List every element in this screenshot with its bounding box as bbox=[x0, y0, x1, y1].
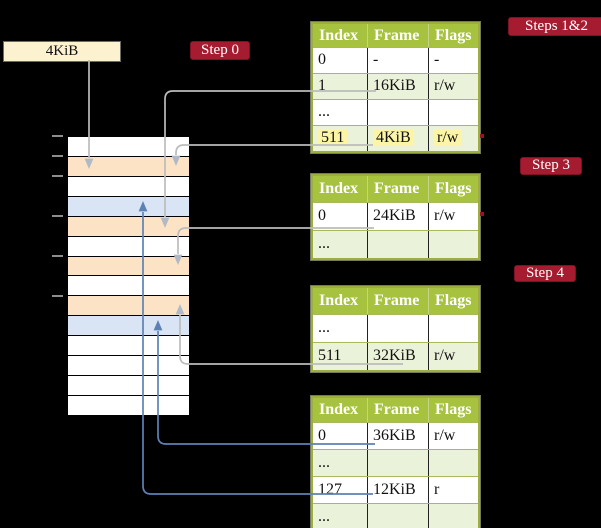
active-entry-marker bbox=[480, 212, 484, 216]
memory-row-8 bbox=[68, 275, 189, 296]
cell-index: ... bbox=[318, 454, 330, 471]
cell-flags bbox=[428, 100, 478, 125]
memory-row-1 bbox=[68, 137, 189, 156]
steps12-label: Steps 1&2 bbox=[508, 17, 601, 36]
cell-flags: r bbox=[428, 477, 478, 503]
page-table-level4: Index Frame Flags 0 36KiB r/w ... 127 12… bbox=[311, 396, 480, 528]
cell-frame bbox=[367, 231, 428, 258]
table-row: 1 16KiB r/w bbox=[313, 73, 478, 99]
col-header-frame: Frame bbox=[367, 288, 428, 314]
table-header-row: Index Frame Flags bbox=[313, 176, 478, 202]
cell-frame: 24KiB bbox=[367, 203, 428, 230]
cell-flags: - bbox=[428, 48, 478, 73]
cell-flags: r/w bbox=[428, 343, 478, 370]
cell-index: 511 bbox=[318, 347, 342, 364]
step0-label: Step 0 bbox=[190, 41, 250, 60]
step3-label: Step 3 bbox=[520, 157, 582, 175]
col-header-flags: Flags bbox=[428, 24, 478, 47]
cell-frame bbox=[367, 504, 428, 528]
table-row: 0 24KiB r/w bbox=[313, 202, 478, 230]
memory-row-11 bbox=[68, 335, 189, 356]
table-row: 0 - - bbox=[313, 47, 478, 73]
memory-row-5 bbox=[68, 215, 189, 236]
cell-frame: 12KiB bbox=[367, 477, 428, 503]
table-row: ... bbox=[313, 230, 478, 258]
physical-memory-column bbox=[67, 136, 190, 416]
table-row: 127 12KiB r bbox=[313, 476, 478, 503]
cell-flags bbox=[428, 450, 478, 476]
col-header-flags: Flags bbox=[428, 176, 478, 202]
memory-row-14 bbox=[68, 394, 189, 415]
memory-row-13 bbox=[68, 375, 189, 395]
table-header-row: Index Frame Flags bbox=[313, 288, 478, 314]
cell-frame bbox=[367, 450, 428, 476]
cell-flags bbox=[428, 231, 478, 258]
cell-frame bbox=[367, 315, 428, 342]
tick-mark bbox=[52, 155, 63, 157]
cell-frame: 16KiB bbox=[367, 74, 428, 99]
col-header-flags: Flags bbox=[428, 398, 478, 422]
memory-row-10 bbox=[68, 315, 189, 336]
cell-flags: r/w bbox=[428, 423, 478, 449]
col-header-frame: Frame bbox=[367, 24, 428, 47]
table-row: ... bbox=[313, 503, 478, 528]
cell-frame: - bbox=[367, 48, 428, 73]
table-row-highlighted: 511 4KiB r/w bbox=[313, 125, 478, 151]
cell-index: 1 bbox=[318, 77, 326, 94]
active-entry-marker bbox=[480, 134, 484, 138]
col-header-index: Index bbox=[319, 292, 359, 309]
cell-frame: 36KiB bbox=[367, 423, 428, 449]
cell-frame: 4KiB bbox=[367, 126, 428, 151]
tick-mark bbox=[52, 175, 63, 177]
col-header-index: Index bbox=[319, 180, 359, 197]
col-header-index: Index bbox=[319, 27, 359, 44]
page-table-level2: Index Frame Flags 0 24KiB r/w ... bbox=[311, 174, 480, 260]
memory-row-3 bbox=[68, 175, 189, 196]
cell-flags: r/w bbox=[428, 126, 478, 151]
root-pointer-box: 4KiB bbox=[3, 41, 121, 62]
memory-row-7 bbox=[68, 255, 189, 276]
cell-index: ... bbox=[318, 508, 330, 525]
cell-flags bbox=[428, 315, 478, 342]
memory-row-9 bbox=[68, 295, 189, 316]
table-header-row: Index Frame Flags bbox=[313, 24, 478, 47]
cell-frame bbox=[367, 100, 428, 125]
cell-index: ... bbox=[318, 235, 330, 252]
table-row: 511 32KiB r/w bbox=[313, 342, 478, 370]
cell-flags: r/w bbox=[428, 74, 478, 99]
tick-mark bbox=[52, 295, 63, 297]
memory-row-2 bbox=[68, 155, 189, 176]
col-header-frame: Frame bbox=[367, 398, 428, 422]
step4-label: Step 4 bbox=[514, 265, 576, 282]
cell-index: 0 bbox=[318, 427, 326, 444]
col-header-flags: Flags bbox=[428, 288, 478, 314]
cell-index: ... bbox=[318, 103, 330, 120]
table-header-row: Index Frame Flags bbox=[313, 398, 478, 422]
table-row: 0 36KiB r/w bbox=[313, 422, 478, 449]
cell-frame: 32KiB bbox=[367, 343, 428, 370]
cell-index: 0 bbox=[318, 207, 326, 224]
cell-index: ... bbox=[318, 319, 330, 336]
page-table-level3: Index Frame Flags ... 511 32KiB r/w bbox=[311, 286, 480, 372]
col-header-index: Index bbox=[319, 401, 359, 418]
cell-index: 127 bbox=[318, 481, 342, 498]
memory-row-4 bbox=[68, 195, 189, 216]
tick-mark bbox=[52, 215, 63, 217]
page-table-level1: Index Frame Flags 0 - - 1 16KiB r/w ... … bbox=[311, 22, 480, 153]
table-row: ... bbox=[313, 449, 478, 476]
cell-index: 511 bbox=[313, 126, 367, 151]
col-header-frame: Frame bbox=[367, 176, 428, 202]
table-row: ... bbox=[313, 99, 478, 125]
tick-mark bbox=[52, 255, 63, 257]
cell-flags bbox=[428, 504, 478, 528]
cell-index: 0 bbox=[318, 51, 326, 68]
memory-row-6 bbox=[68, 235, 189, 256]
memory-row-12 bbox=[68, 355, 189, 376]
tick-mark bbox=[52, 135, 63, 137]
table-row: ... bbox=[313, 314, 478, 342]
cell-flags: r/w bbox=[428, 203, 478, 230]
